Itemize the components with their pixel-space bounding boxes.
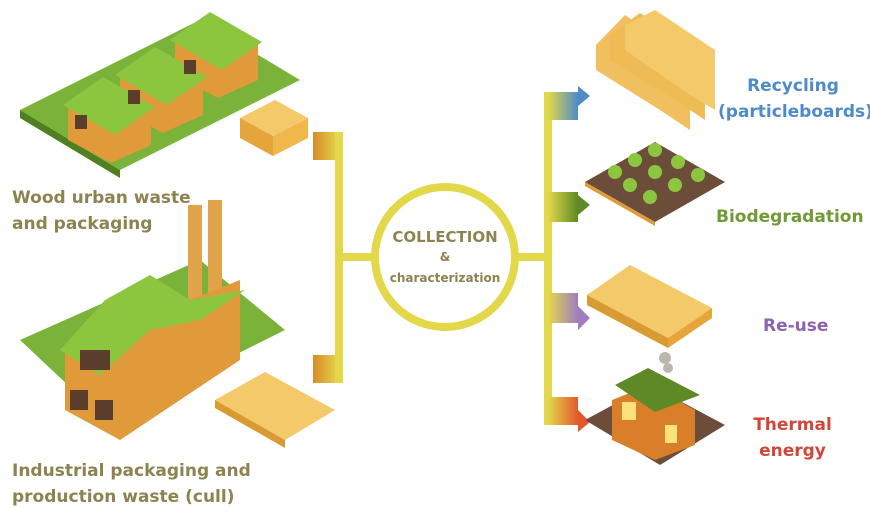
arrow-reuse <box>548 293 590 330</box>
label-line: Wood urban waste <box>12 188 191 208</box>
outcome-label-reuse: Re-use <box>763 316 829 336</box>
right-bracket <box>513 86 590 432</box>
label-line: Recycling <box>747 76 839 96</box>
outcome-label-recycling: Recycling (particleboards) <box>718 73 870 125</box>
center-ampersand: & <box>439 250 451 264</box>
factory-illustration <box>20 200 285 440</box>
source-label-urban-waste: Wood urban waste and packaging <box>12 185 191 237</box>
houses-illustration <box>20 12 300 178</box>
pallet-illustration-left <box>215 372 335 448</box>
outcome-label-biodegradation: Biodegradation <box>716 207 864 227</box>
house-thermal-illustration <box>585 352 725 465</box>
center-title: COLLECTION <box>392 228 498 246</box>
arrow-recycling <box>548 86 590 120</box>
label-line: (particleboards) <box>718 102 870 122</box>
crate-illustration <box>240 100 308 156</box>
pallet-illustration-right <box>587 265 712 348</box>
arrow-thermal <box>548 397 590 432</box>
label-line: and packaging <box>12 214 153 234</box>
label-line: Industrial packaging and <box>12 461 251 481</box>
center-subtitle: characterization <box>389 271 501 285</box>
outcome-label-thermal: Thermal energy <box>745 412 840 464</box>
label-line: production waste (cull) <box>12 487 235 507</box>
left-bracket <box>313 132 377 383</box>
biodegradation-soil-illustration <box>585 142 725 226</box>
label-line: Thermal <box>753 415 832 435</box>
particleboards-illustration <box>596 10 715 130</box>
arrow-biodegradation <box>548 192 590 222</box>
label-line: energy <box>759 441 826 461</box>
source-label-industrial-waste: Industrial packaging and production wast… <box>12 458 251 508</box>
